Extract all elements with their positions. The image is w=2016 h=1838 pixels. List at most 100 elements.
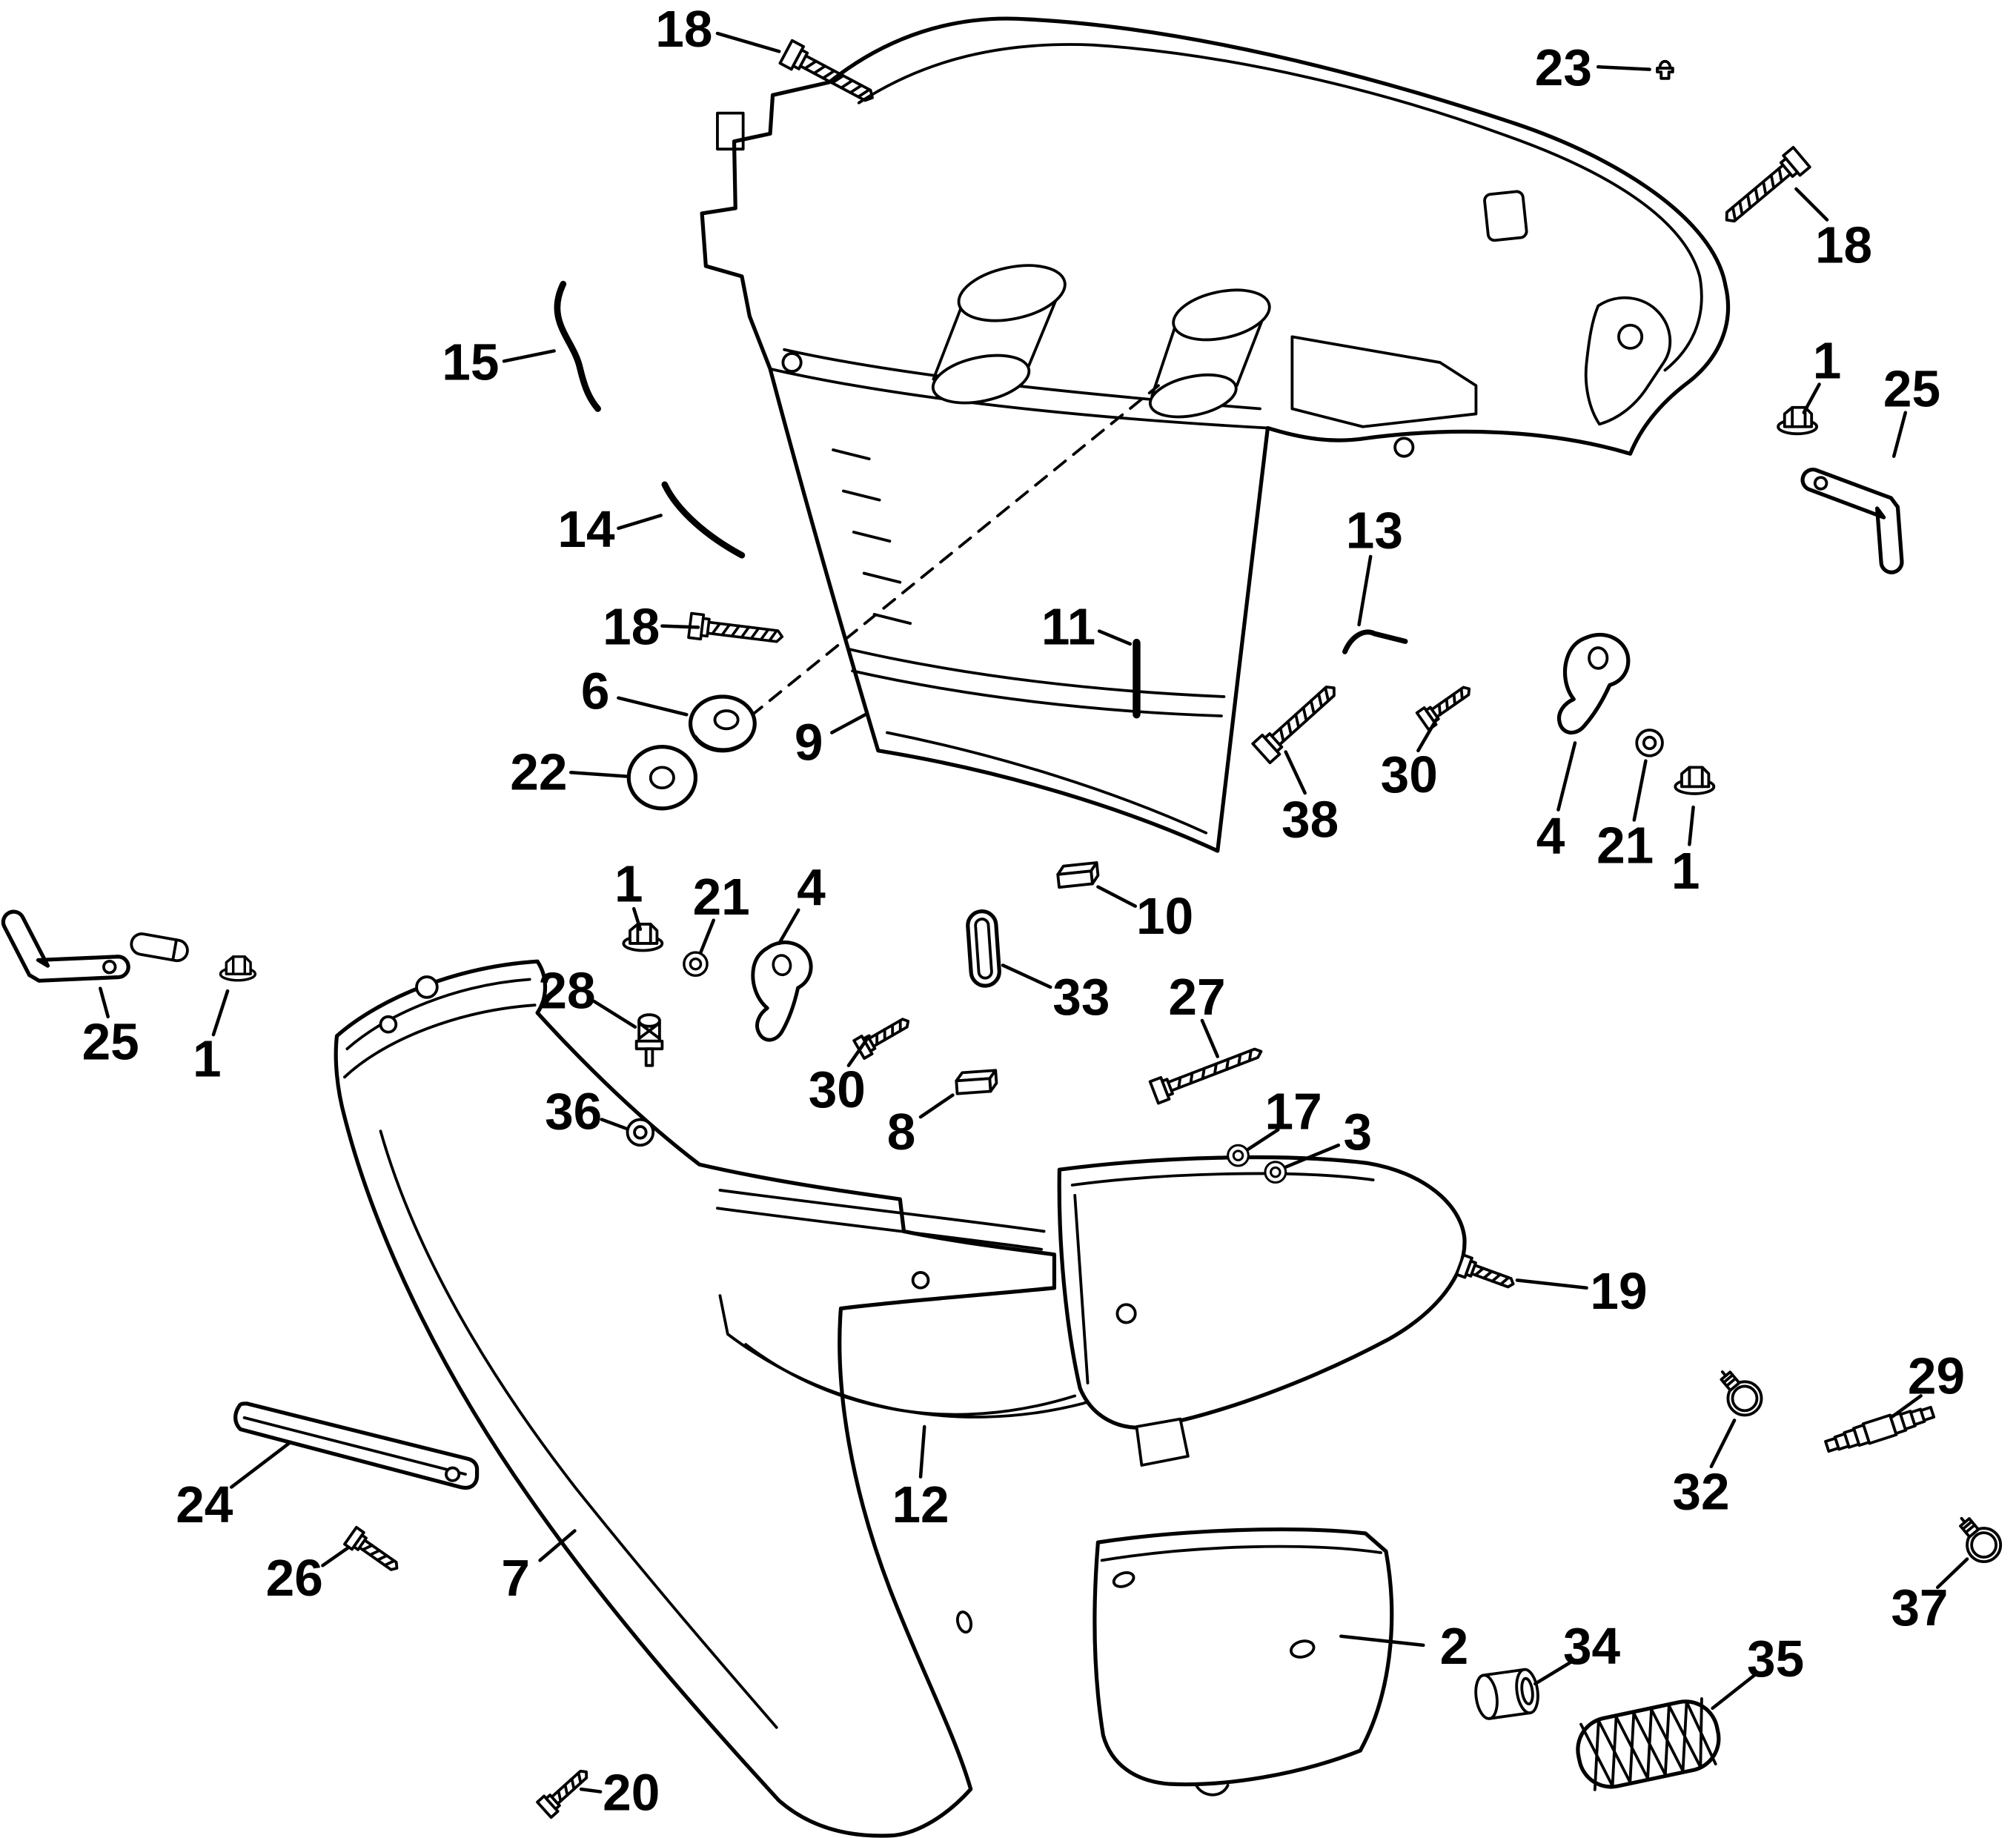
strip-hole xyxy=(445,1466,461,1482)
sleeve-icon-33 xyxy=(966,910,1000,986)
flange-hole xyxy=(415,975,439,999)
leader-line-1-nut xyxy=(631,906,643,932)
arm-slot-lower xyxy=(716,1207,1044,1251)
washer-icon-17 xyxy=(1227,1144,1250,1167)
skirt-bottom-inner xyxy=(886,731,1208,835)
leader-line-2-lower-cover xyxy=(1339,1634,1425,1648)
leader-line-11-pin xyxy=(1097,629,1133,646)
cover-hole xyxy=(1112,1571,1135,1588)
callout-33-sleeve: 33 xyxy=(1052,968,1110,1026)
callout-9-cover-extension: 9 xyxy=(795,714,823,772)
lever-pin-icon-25b xyxy=(128,930,191,964)
leader-line-38-bolt xyxy=(1284,750,1307,795)
exhaust-tube-icon xyxy=(1148,288,1271,419)
leader-line-33-sleeve xyxy=(1001,963,1052,989)
boss-hole xyxy=(1393,437,1415,458)
leader-line-1-nut xyxy=(1802,382,1821,414)
plug-icon-23 xyxy=(1656,59,1674,80)
callout-36-o-ring: 36 xyxy=(545,1082,602,1140)
small-parts xyxy=(2,39,2003,1819)
cam-plate-icon-4a xyxy=(1559,634,1628,732)
flange-nut-icon-1a xyxy=(1777,405,1819,436)
exhaust-tube-icon xyxy=(931,264,1067,405)
hex-bolt-icon-18c xyxy=(687,611,786,651)
callout-1-nut: 1 xyxy=(614,855,643,912)
callout-18-bolt: 18 xyxy=(603,598,660,656)
callout-21-washer: 21 xyxy=(693,868,750,926)
lower-engine-cover-drawing xyxy=(700,16,1731,853)
leader-line-15-wire-link xyxy=(502,349,556,363)
callout-1-nut: 1 xyxy=(1813,332,1842,390)
latch-pocket xyxy=(1483,190,1528,242)
lever-icon-25b xyxy=(2,897,130,992)
leader-line-24-strip xyxy=(229,1440,293,1489)
skirt-seam-upper xyxy=(846,647,1226,698)
callout-15-wire-link: 15 xyxy=(442,333,499,391)
wire-link-icon-14 xyxy=(661,481,746,559)
leader-line-32-clamp xyxy=(1709,1419,1737,1469)
hose-barb-icon-29 xyxy=(1822,1401,1937,1458)
callout-25-lever: 25 xyxy=(1883,360,1940,418)
callout-22-washer-disc: 22 xyxy=(510,743,567,801)
cover-fold-line xyxy=(769,367,1270,430)
leader-line-9-cover-extension xyxy=(830,712,867,734)
lower-cover-outline xyxy=(1092,1527,1394,1787)
leader-line-22-washer-disc xyxy=(568,771,629,778)
screw-icon-30a xyxy=(1415,679,1477,731)
leader-line-18-bolt xyxy=(715,31,781,53)
callout-1-nut: 1 xyxy=(1671,842,1700,900)
flange-nut-icon-1c xyxy=(622,923,664,952)
callout-18-bolt: 18 xyxy=(1815,216,1872,273)
leader-line-37-clamp xyxy=(1935,1557,1969,1590)
callout-12-inner-housing: 12 xyxy=(892,1476,949,1533)
callout-3-washer: 3 xyxy=(1344,1103,1373,1161)
hose-clamp-icon-32 xyxy=(1716,1367,1763,1417)
bracket-slot xyxy=(716,111,745,151)
leader-lines xyxy=(99,31,1969,1794)
callout-29-hose-barb: 29 xyxy=(1908,1347,1965,1405)
leader-line-23-plug xyxy=(1596,64,1651,71)
callout-13-clip: 13 xyxy=(1346,501,1403,559)
grommet-disc-icon-22 xyxy=(629,747,695,809)
callout-17-washer: 17 xyxy=(1265,1082,1322,1140)
callout-7-exhaust-housing: 7 xyxy=(501,1549,530,1607)
flange-band-line xyxy=(342,1003,537,1079)
leader-line-21-washer xyxy=(699,918,716,955)
leader-line-7-exhaust-housing xyxy=(538,1529,577,1562)
callout-4-cam-plate: 4 xyxy=(1536,807,1565,865)
leader-line-12-inner-housing xyxy=(918,1424,926,1479)
callout-2-lower-cover: 2 xyxy=(1440,1617,1469,1675)
leader-line-13-clip xyxy=(1357,554,1373,627)
cam-plate-icon-4b xyxy=(741,938,825,1042)
callout-34-grommet-tube: 34 xyxy=(1563,1617,1621,1675)
lever-icon-25a xyxy=(1785,467,1919,574)
o-ring-icon-36 xyxy=(626,1118,655,1147)
bushing-icon-6 xyxy=(691,697,755,751)
exhaust-housing-drawing xyxy=(334,959,1057,1838)
washer-icon-21b xyxy=(683,951,709,978)
leader-line-25-lever xyxy=(99,986,110,1019)
spacer-block-icon-8 xyxy=(954,1069,999,1095)
leader-line-28-fitting xyxy=(592,999,637,1029)
trim-strip-drawing xyxy=(233,1401,480,1490)
leader-line-14-wire-link xyxy=(617,514,663,531)
arm-bolt-hole xyxy=(911,1271,930,1290)
leader-line-19-screw xyxy=(1515,1278,1588,1290)
callout-28-fitting: 28 xyxy=(538,961,595,1019)
rear-cover-drawing xyxy=(1057,1155,1467,1467)
skirt-ribs xyxy=(832,448,912,626)
leader-line-6-grommet xyxy=(617,696,689,717)
leader-line-18-bolt xyxy=(1794,187,1829,222)
cover-inner-top-line xyxy=(857,43,1703,372)
spacer-block-icon-10 xyxy=(1055,861,1101,889)
hex-bolt-icon-38 xyxy=(1251,677,1344,765)
long-bolt-icon-27 xyxy=(1148,1039,1267,1105)
rear-cover-hole xyxy=(1115,1303,1137,1324)
leader-line-35-spring xyxy=(1711,1673,1757,1711)
valve-fitting-icon-28 xyxy=(634,1013,664,1067)
arm-slot-upper xyxy=(718,1189,1046,1233)
callout-30-screw: 30 xyxy=(809,1061,866,1118)
leader-line-1-nut xyxy=(211,989,230,1037)
